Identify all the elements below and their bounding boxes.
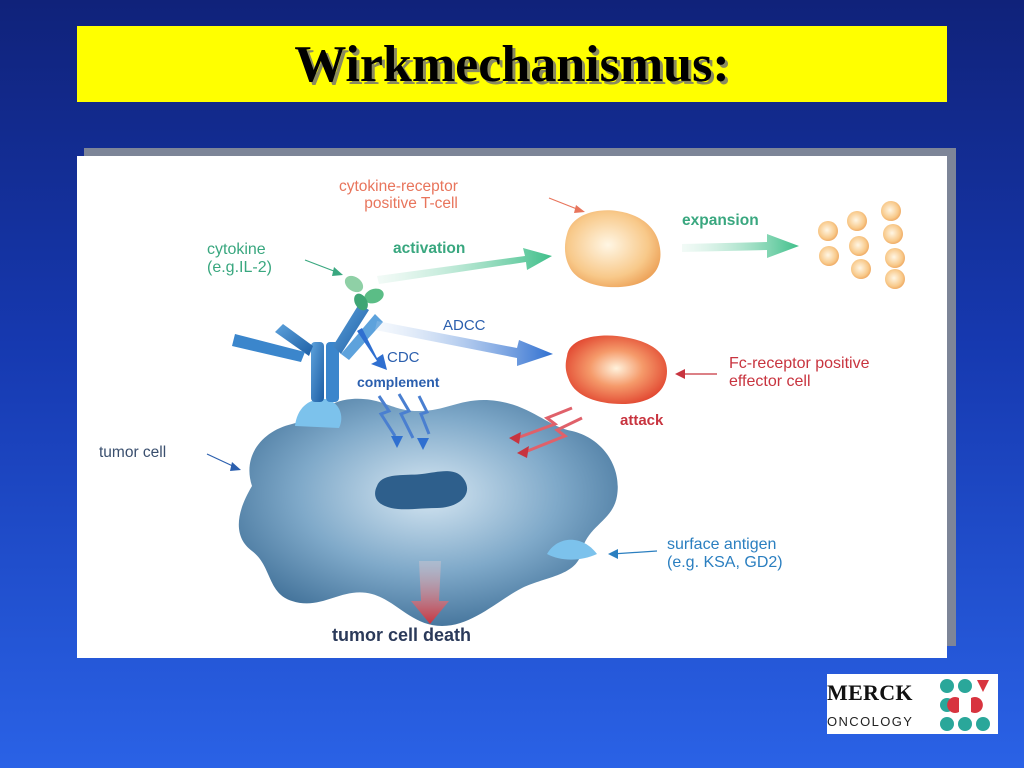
label-cytokine: cytokine (e.g.IL-2) [207,241,272,276]
label-complement: complement [357,374,440,390]
cytokine-shape [344,275,384,311]
expanded-t-cells [818,201,905,289]
label-surface-antigen: surface antigen (e.g. KSA, GD2) [667,536,783,571]
merck-dots-icon [940,679,990,731]
complement-lightning [377,393,431,439]
adcc-arrow [375,321,553,366]
expansion-arrow [682,234,799,258]
t-cell-shape [564,210,661,288]
label-adcc: ADCC [443,317,486,334]
label-tumor-cell: tumor cell [99,444,167,461]
death-arrow [411,561,449,624]
label-fc-receptor: Fc-receptor positive effector cell [729,355,870,390]
surface-antigen-bottom [547,539,597,560]
label-cytokine-receptor: cytokine-receptor positive T-cell [339,178,458,213]
effector-cell-shape [565,335,667,404]
attack-lightning [516,406,583,454]
title-bar: Wirkmechanismus: [77,26,947,102]
label-expansion: expansion [682,212,759,229]
slide-title: Wirkmechanismus: [294,35,730,93]
mechanism-diagram [206,197,905,626]
logo-division: ONCOLOGY [827,714,914,729]
cdc-arrows [357,328,387,370]
label-activation: activation [393,240,466,257]
label-tumor-cell-death: tumor cell death [332,625,472,645]
label-cdc: CDC [387,349,420,366]
label-attack: attack [620,412,664,429]
complement-arrowheads [391,436,429,450]
diagram-panel: cytokine-receptor positive T-cell expans… [77,156,947,658]
attack-arrowheads [509,432,529,458]
tumor-nucleus [375,471,468,510]
label-pointer-heads [230,205,685,559]
activation-arrow [377,248,552,284]
logo-brand: MERCK [827,680,913,705]
surface-antigen-top [295,398,342,428]
merck-oncology-logo: MERCK ONCOLOGY [827,674,998,734]
